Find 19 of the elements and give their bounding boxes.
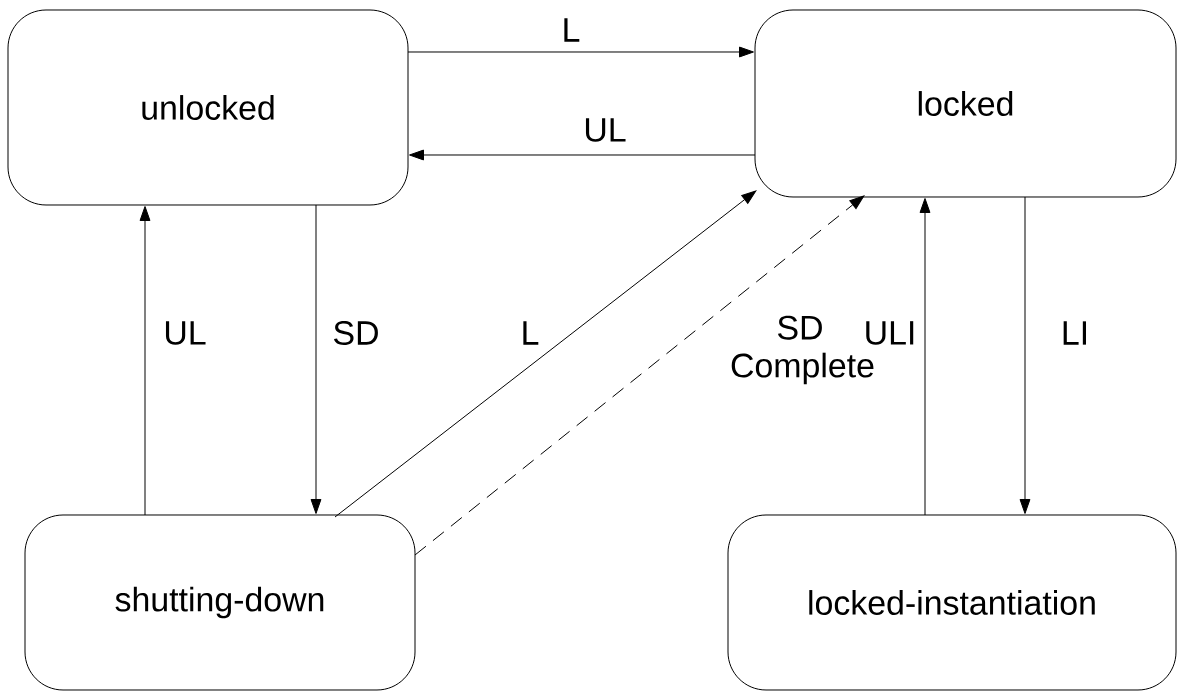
- edge-label: UL: [581, 116, 629, 144]
- edge-label: SD: [330, 319, 382, 347]
- arrow: [409, 149, 756, 161]
- state-box: unlocked: [7, 9, 409, 206]
- arrow: [919, 198, 931, 516]
- state-box: locked-instantiation: [727, 514, 1177, 691]
- state-box: locked: [754, 9, 1177, 198]
- edge-label: ULI: [861, 319, 919, 347]
- state-box: shutting-down: [24, 514, 416, 691]
- arrow: [407, 46, 754, 58]
- arrow: [414, 195, 865, 556]
- edge-label: LI: [1058, 319, 1092, 347]
- arrow: [139, 206, 151, 516]
- arrow: [334, 190, 757, 518]
- arrow: [1019, 196, 1031, 514]
- edge-label: L: [518, 319, 542, 347]
- edge-label: UL: [161, 319, 209, 347]
- arrow: [310, 204, 322, 514]
- edge-label: L: [559, 16, 583, 44]
